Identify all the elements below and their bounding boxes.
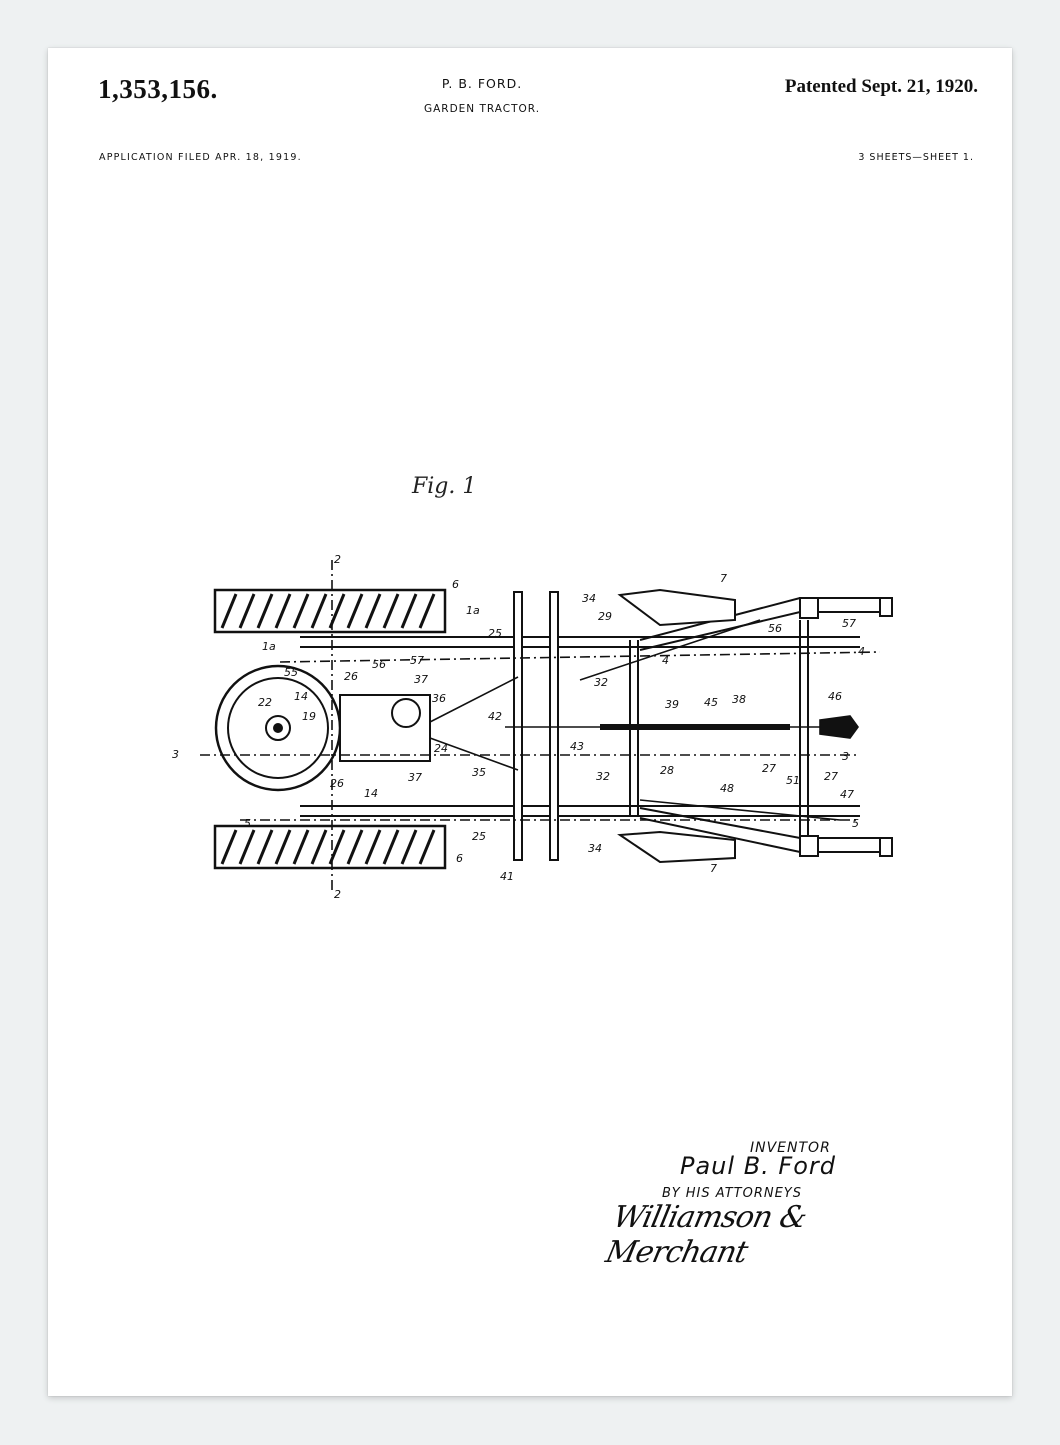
reference-numeral: 36 (432, 692, 446, 705)
reference-numeral: 39 (665, 698, 679, 711)
reference-numeral: 38 (732, 693, 746, 706)
reference-numeral: 2 (334, 553, 341, 566)
linkage (200, 560, 881, 890)
reference-numeral: 1a (466, 604, 480, 617)
reference-numeral: 1a (262, 640, 276, 653)
reference-numeral: 4 (858, 645, 865, 658)
reference-numeral: 35 (472, 766, 486, 779)
attorney-signature: Williamson & Merchant (602, 1200, 810, 1270)
reference-numeral: 5 (244, 817, 251, 830)
reference-numeral: 5 (852, 817, 859, 830)
left-wheel-bottom (213, 824, 447, 870)
reference-numeral: 7 (710, 862, 717, 875)
reference-numeral: 32 (594, 676, 608, 689)
reference-numeral: 4 (662, 654, 669, 667)
reference-numeral: 34 (588, 842, 602, 855)
reference-numeral: 45 (704, 696, 718, 709)
reference-numeral: 57 (842, 617, 856, 630)
reference-numeral: 37 (414, 673, 428, 686)
reference-numeral: 6 (452, 578, 459, 591)
inventor-heading: P. B. FORD. (441, 76, 523, 91)
reference-numeral: 29 (598, 610, 612, 623)
reference-numeral: 3 (172, 748, 179, 761)
reference-numeral: 27 (762, 762, 776, 775)
patent-number: 1,353,156. (98, 74, 218, 104)
reference-numeral: 37 (408, 771, 422, 784)
reference-numeral: 46 (828, 690, 842, 703)
reference-numeral: 27 (824, 770, 838, 783)
reference-numeral: 32 (596, 770, 610, 783)
reference-numeral: 42 (488, 710, 502, 723)
reference-numeral: 2 (334, 888, 341, 901)
reference-numeral: 3 (842, 750, 849, 763)
reference-numeral: 56 (768, 622, 782, 635)
reference-numeral: 19 (302, 710, 316, 723)
reference-numeral: 56 (372, 658, 386, 671)
reference-numeral: 25 (472, 830, 486, 843)
reference-numeral: 34 (582, 592, 596, 605)
left-wheel-top (213, 588, 447, 634)
reference-numeral: 26 (344, 670, 358, 683)
inventor-signature: Paul B. Ford (680, 1152, 836, 1180)
reference-numeral: 48 (720, 782, 734, 795)
handles (617, 588, 893, 864)
reference-numeral: 28 (660, 764, 674, 777)
attorneys-label: BY HIS ATTORNEYS (662, 1186, 802, 1201)
patent-title: GARDEN TRACTOR. (423, 103, 541, 115)
reference-numeral: 6 (456, 852, 463, 865)
reference-numeral: 41 (500, 870, 514, 883)
reference-numeral: 55 (284, 666, 298, 679)
reference-numeral: 22 (258, 696, 272, 709)
application-filed: APPLICATION FILED APR. 18, 1919. (99, 152, 302, 163)
reference-numeral: 24 (434, 742, 448, 755)
reference-numeral: 26 (330, 777, 344, 790)
reference-numeral: 43 (570, 740, 584, 753)
reference-numeral: 57 (410, 654, 424, 667)
reference-numeral: 47 (840, 788, 854, 801)
reference-numeral: 14 (294, 690, 308, 703)
reference-numeral: 7 (720, 572, 727, 585)
patented-date: Patented Sept. 21, 1920. (784, 76, 978, 97)
signature-block: INVENTOR Paul B. Ford BY HIS ATTORNEYS W… (600, 1140, 900, 1290)
sheet-count: 3 SHEETS—SHEET 1. (858, 152, 974, 163)
reference-numeral: 25 (488, 627, 502, 640)
reference-numeral: 14 (364, 787, 378, 800)
engine (214, 664, 431, 792)
figure-label: Fig. 1 (412, 474, 477, 499)
inventor-label: INVENTOR (750, 1140, 831, 1156)
reference-numeral: 51 (786, 774, 800, 787)
